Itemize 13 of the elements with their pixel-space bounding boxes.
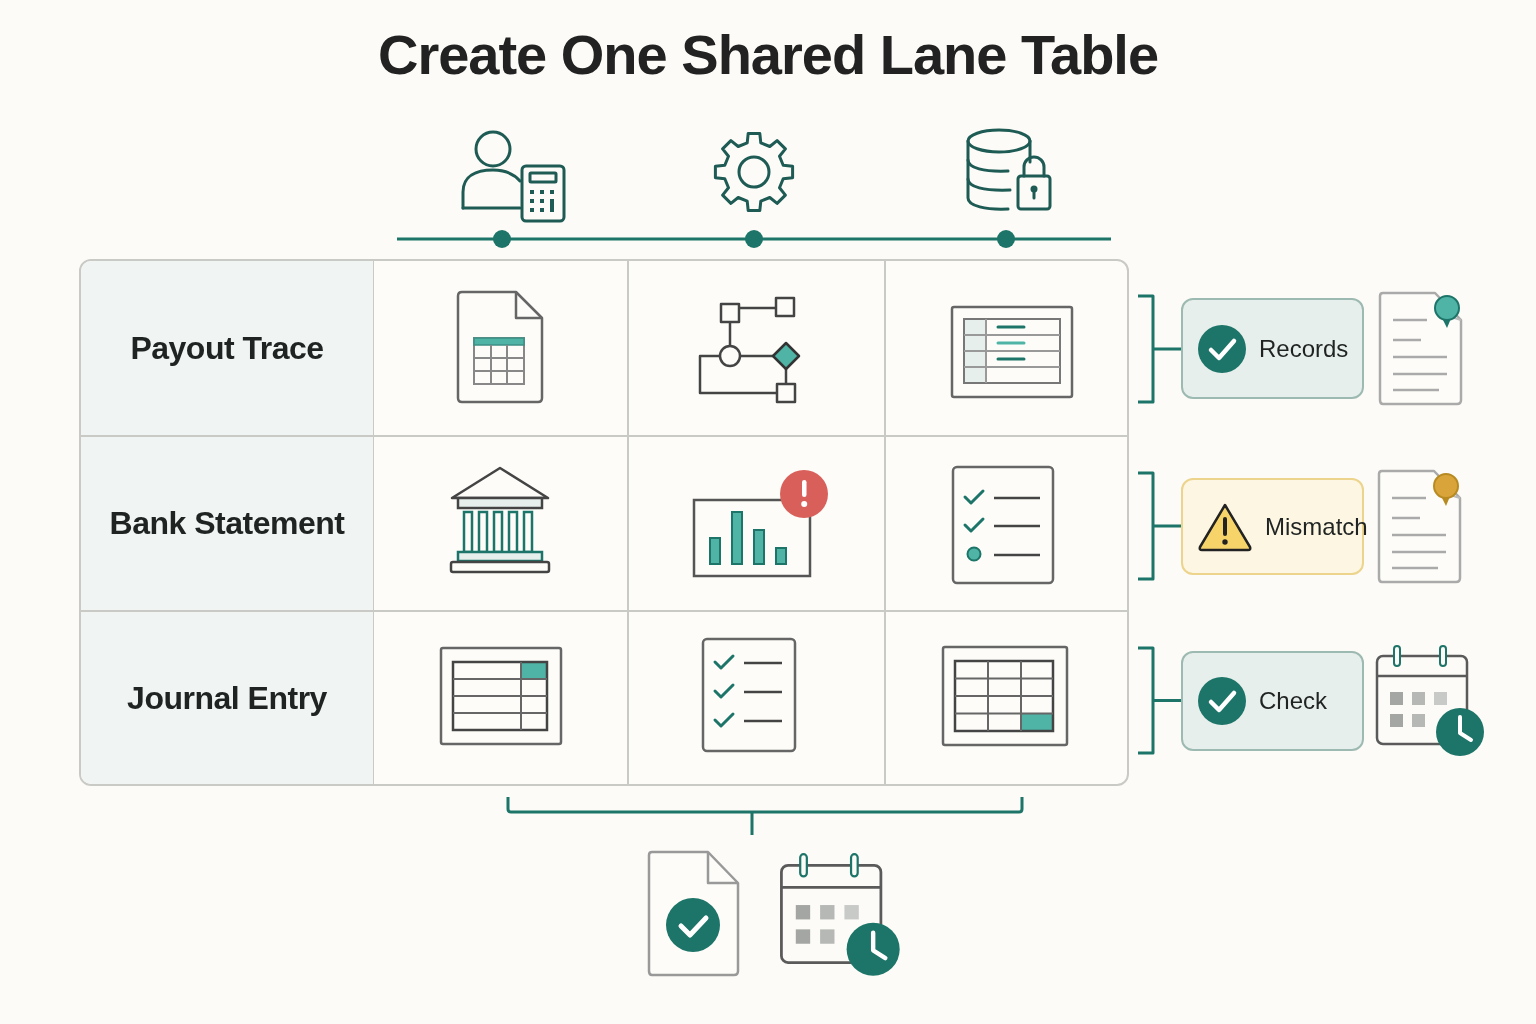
lane-title: Bank Statement: [109, 505, 345, 542]
status-card: [1181, 478, 1364, 575]
title: Create One Shared Lane Table: [377, 22, 1159, 88]
status-label: Check: [1259, 687, 1328, 715]
status-label: Records: [1259, 334, 1349, 363]
status-label: Mismatch: [1265, 512, 1368, 541]
lane-header: [81, 612, 373, 784]
lane-title: Journal Entry: [127, 679, 327, 717]
status-card: [1181, 651, 1364, 751]
lane-title: Payout Trace: [130, 329, 324, 367]
lane-header: [81, 261, 373, 435]
status-card: [1181, 298, 1364, 399]
lane-header: [81, 437, 373, 610]
